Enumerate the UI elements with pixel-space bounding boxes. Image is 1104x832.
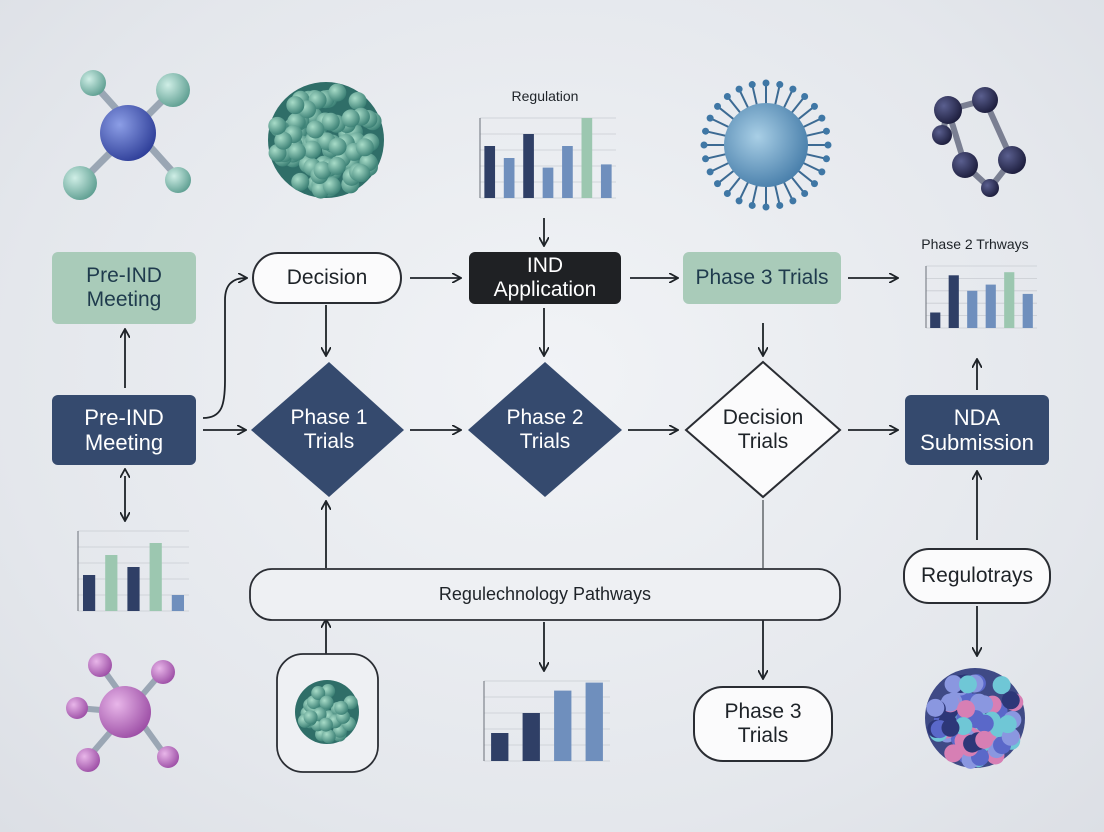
bar xyxy=(127,567,140,611)
decision-top-box: Decision xyxy=(252,252,402,304)
arrow-preind-to-decision xyxy=(202,278,246,419)
bar xyxy=(149,543,162,611)
decision-trials-label: Decision Trials xyxy=(700,400,826,460)
phase3-trials-bottom-box: Phase 3 Trials xyxy=(693,686,833,762)
phase3-trials-bottom-label: Phase 3 Trials xyxy=(724,699,802,747)
nda-submission-box: NDA Submission xyxy=(905,395,1049,465)
bar xyxy=(930,312,941,328)
bar xyxy=(82,575,96,611)
phase1-trials-text: Phase 1 Trials xyxy=(290,405,368,453)
bar xyxy=(581,118,593,198)
phase2-trials-label: Phase 2 Trials xyxy=(482,400,608,460)
bar xyxy=(562,146,573,198)
bar xyxy=(585,682,603,761)
phase3-trials-green-box: Phase 3 Trials xyxy=(683,252,841,304)
bar xyxy=(171,595,185,611)
molecule-cross-purple-icon xyxy=(66,653,179,772)
pre-ind-meeting-navy-box: Pre-IND Meeting xyxy=(52,395,196,465)
chart-title-phase2-trhways: Phase 2 Trhways xyxy=(921,236,1029,252)
ind-application-label: IND Application xyxy=(493,253,597,301)
pre-ind-meeting-green-box: Pre-IND Meeting xyxy=(52,252,196,324)
bar xyxy=(522,713,540,761)
regulotrays-box: Regulotrays xyxy=(903,548,1051,604)
bar xyxy=(491,733,509,761)
pathways-label-wrap: Regulechnology Pathways xyxy=(250,569,840,620)
chart-title-regulation: Regulation xyxy=(511,88,579,104)
bar xyxy=(554,690,572,761)
bar xyxy=(1004,272,1015,328)
pre-ind-meeting-green-label: Pre-IND Meeting xyxy=(86,263,162,311)
pathways-label: Regulechnology Pathways xyxy=(438,584,652,605)
cluster-sphere-framed-icon xyxy=(295,680,359,744)
hexagon-molecule-navy-icon xyxy=(932,87,1026,197)
decision-diamond xyxy=(684,360,842,499)
bar-chart-bottom xyxy=(483,680,610,762)
phase2-diamond xyxy=(468,362,622,497)
bar-chart-regulation xyxy=(479,117,616,199)
bar xyxy=(985,284,996,328)
phase1-trials-label: Phase 1 Trials xyxy=(266,400,392,460)
pathways-bar xyxy=(249,568,841,621)
bar-chart-phase2-trhways xyxy=(925,265,1037,329)
phase1-diamond xyxy=(251,362,404,497)
decision-top-label: Decision xyxy=(286,265,368,289)
decision-trials-text: Decision Trials xyxy=(722,405,804,453)
phase3-trials-green-label: Phase 3 Trials xyxy=(695,265,829,289)
bar xyxy=(600,164,612,198)
cluster-sphere-multicolor-icon xyxy=(925,668,1025,769)
cluster-sphere-teal-icon xyxy=(268,82,384,199)
bar xyxy=(523,134,534,198)
bar xyxy=(967,290,978,328)
bar xyxy=(1022,293,1033,328)
bar xyxy=(503,158,515,198)
virus-sphere-blue-icon xyxy=(700,79,832,211)
bar-chart-left xyxy=(77,530,189,612)
pre-ind-meeting-navy-label: Pre-IND Meeting xyxy=(84,404,164,455)
bar xyxy=(484,146,496,198)
bar xyxy=(948,275,959,328)
bar xyxy=(105,555,118,611)
molecule-cross-teal-icon xyxy=(63,70,191,200)
ind-application-box: IND Application xyxy=(469,252,621,304)
phase2-trials-text: Phase 2 Trials xyxy=(506,405,584,453)
bar xyxy=(542,167,554,198)
regulotrays-label: Regulotrays xyxy=(920,563,1034,587)
nda-submission-label: NDA Submission xyxy=(920,404,1034,455)
